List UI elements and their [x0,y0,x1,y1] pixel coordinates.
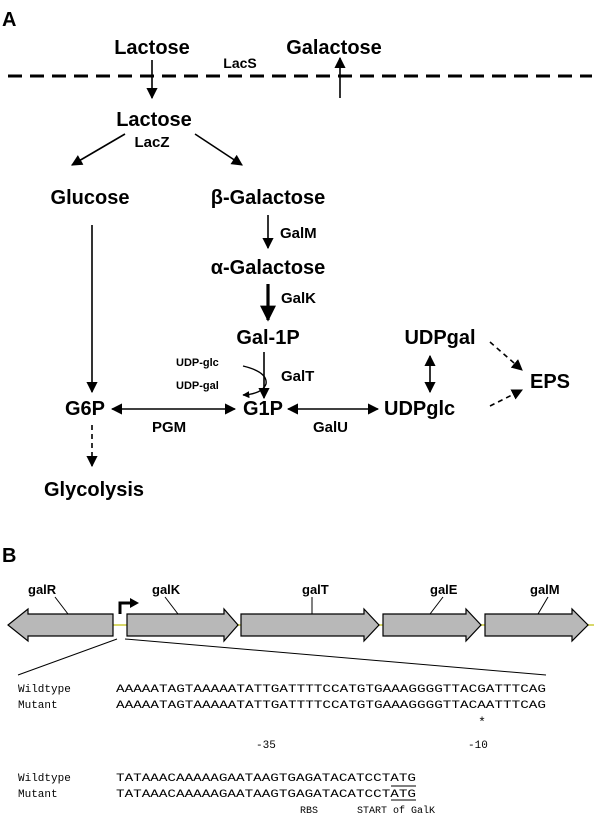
udpglc: UDPglc [384,398,455,420]
minus-10-label: -10 [468,740,488,752]
glycolysis: Glycolysis [44,479,144,501]
seq-label-mutant-2: Mutant [18,789,58,801]
udpgal: UDPgal [404,327,475,349]
seq-wildtype-2: TATAAACAAAAAGAATAAGTGAGATACATCCTATG [116,773,416,785]
glucose: Glucose [51,187,130,209]
galactose-extracellular: Galactose [286,37,382,59]
gale-gene-arrow [382,607,482,643]
udpgal-to-eps-arrow [489,341,523,371]
g1p: G1P [243,398,283,420]
galt-cosubstrate-arc [242,365,267,399]
galr-gene-arrow [7,607,114,643]
rbs-label: RBS [300,806,318,817]
lactose-extracellular: Lactose [114,37,190,59]
gal-1p: Gal-1P [236,327,299,349]
udp-glc-label: UDP-glc [176,357,219,369]
seq-mutant-2: TATAAACAAAAAGAATAAGTGAGATACATCCTATG [116,789,416,801]
udp-gal-label: UDP-gal [176,380,219,392]
promoter-arrow [118,601,132,614]
pgm-label: PGM [152,419,186,436]
seq-wildtype-1: AAAAATAGTAAAAATATTGATTTTCCATGTGAAAGGGGTT… [116,684,546,696]
galk-gene-arrow [126,607,239,643]
seq-label-mutant-1: Mutant [18,700,58,712]
galt-label: GalT [281,368,314,385]
lactose-intracellular: Lactose [116,109,192,131]
g6p: G6P [65,398,105,420]
alpha-galactose: α-Galactose [211,257,326,279]
udpglc-to-eps-arrow [489,389,524,407]
seq-label-wildtype-1: Wildtype [18,684,71,696]
lacs-label: LacS [223,55,256,71]
lacz-to-glucose-arrow [71,133,126,166]
eps: EPS [530,371,570,393]
panel-a-label: A [2,9,16,31]
galm-label: GalM [280,225,317,242]
seq-label-wildtype-2: Wildtype [18,773,71,785]
start-galk-label: START of GalK [357,805,435,817]
panel-b-label: B [2,545,16,567]
seq-mutant-1: AAAAATAGTAAAAATATTGATTTTCCATGTGAAAGGGGTT… [116,700,546,712]
gene-label-galm: galM [530,582,560,597]
zoom-line-left [17,638,118,676]
minus-35-label: -35 [256,740,276,752]
gene-label-galt: galT [302,582,329,597]
mutation-asterisk: * [478,715,486,730]
lacz-to-galactose-arrow [194,133,243,166]
galu-label: GalU [313,419,348,436]
galt-gene-arrow [240,607,380,643]
gene-label-galr: galR [28,582,57,597]
galm-gene-arrow [484,607,589,643]
beta-galactose: β-Galactose [211,187,325,209]
lacz-label: LacZ [134,134,169,151]
zoom-line-right [124,638,547,676]
galk-label: GalK [281,290,316,307]
gene-label-galk: galK [152,582,181,597]
gene-label-gale: galE [430,582,458,597]
